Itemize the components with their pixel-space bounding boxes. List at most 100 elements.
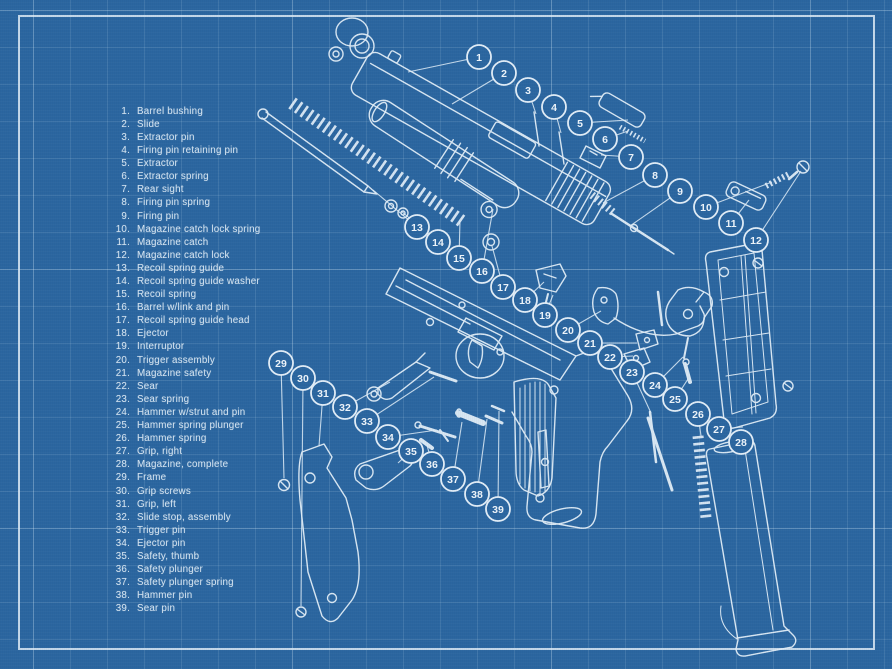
part-number: 20. bbox=[115, 354, 130, 366]
callout-number: 9 bbox=[677, 186, 683, 198]
part-label: Hammer spring bbox=[137, 433, 207, 445]
left-grip-drawing bbox=[298, 443, 360, 623]
callout-circle bbox=[555, 317, 581, 343]
callout-number: 21 bbox=[584, 338, 596, 350]
callout-number: 18 bbox=[519, 295, 531, 307]
part-number: 1. bbox=[121, 105, 130, 117]
catch-lock-spring-drawing bbox=[764, 171, 791, 189]
part-label: Recoil spring guide bbox=[137, 262, 225, 274]
callout-layer: 1234567891011121314151617181920212223242… bbox=[268, 44, 802, 607]
callout-circle bbox=[268, 350, 294, 376]
parts-list-item: 29. Frame bbox=[108, 471, 260, 484]
magazine-drawing bbox=[705, 440, 797, 657]
callout-circle bbox=[567, 110, 593, 136]
parts-list-item: 4.Firing pin retaining pin bbox=[108, 144, 260, 157]
callout-number: 6 bbox=[602, 134, 608, 146]
part-number: 13. bbox=[115, 262, 130, 274]
callout-circle bbox=[440, 466, 466, 492]
parts-list-item: 36.Safety plunger bbox=[108, 563, 260, 576]
callout-leader bbox=[755, 170, 802, 241]
callout-circle bbox=[662, 386, 688, 412]
part-number: 17. bbox=[115, 315, 130, 327]
callout-circle bbox=[618, 144, 644, 170]
parts-list-item: 8.Firing pin spring bbox=[108, 196, 260, 209]
callout-circle bbox=[597, 344, 623, 370]
part-label: Grip screws bbox=[137, 485, 191, 497]
callout-number: 26 bbox=[692, 409, 704, 421]
callout-circle bbox=[718, 210, 744, 236]
callout-circle bbox=[577, 330, 603, 356]
part-number: 31. bbox=[115, 498, 130, 510]
callout-circle bbox=[375, 424, 401, 450]
callout-circle bbox=[512, 287, 538, 313]
parts-list-item: 23. Sear spring bbox=[108, 393, 260, 406]
part-label: Frame bbox=[137, 472, 167, 484]
callout-number: 23 bbox=[626, 367, 638, 379]
part-number: 23. bbox=[115, 393, 130, 405]
parts-list-item: 24.Hammer w/strut and pin bbox=[108, 406, 260, 419]
callout-circle bbox=[619, 359, 645, 385]
callout-number: 8 bbox=[652, 170, 658, 182]
parts-list-item: 25.Hammer spring plunger bbox=[108, 419, 260, 432]
callout-number: 27 bbox=[713, 424, 725, 436]
part-number: 19. bbox=[115, 341, 130, 353]
callout-circle bbox=[693, 194, 719, 220]
parts-list-item: 31. Grip, left bbox=[108, 498, 260, 511]
part-label: Grip, left bbox=[137, 498, 177, 510]
part-number: 9. bbox=[121, 210, 130, 222]
callout-number: 12 bbox=[750, 235, 762, 247]
part-label: Sear spring bbox=[137, 393, 190, 405]
callout-number: 28 bbox=[735, 437, 747, 449]
part-number: 14. bbox=[115, 276, 130, 288]
callout-circle bbox=[642, 372, 668, 398]
parts-list-item: 10. Magazine catch lock spring bbox=[108, 223, 260, 236]
callout-circle bbox=[419, 451, 445, 477]
callout-leader bbox=[300, 377, 304, 607]
part-label: Magazine catch lock spring bbox=[137, 223, 261, 235]
hammer-drawing bbox=[665, 286, 714, 359]
part-label: Recoil spring guide washer bbox=[137, 276, 260, 288]
part-number: 25. bbox=[115, 420, 130, 432]
callout-number: 3 bbox=[525, 85, 531, 97]
firing-pin-drawing bbox=[610, 212, 675, 255]
part-number: 12. bbox=[115, 249, 130, 261]
callout-number: 22 bbox=[604, 352, 616, 364]
part-number: 34. bbox=[115, 537, 130, 549]
part-number: 3. bbox=[121, 131, 130, 143]
part-number: 29. bbox=[115, 472, 130, 484]
callout-number: 33 bbox=[361, 416, 373, 428]
parts-list-item: 7.Rear sight bbox=[108, 183, 260, 196]
part-number: 8. bbox=[121, 197, 130, 209]
part-label: Safety, thumb bbox=[137, 550, 200, 562]
right-grip-drawing bbox=[704, 242, 778, 430]
callout-number: 17 bbox=[497, 282, 509, 294]
part-label: Ejector bbox=[137, 328, 169, 340]
extractor-spring-drawing bbox=[618, 124, 647, 144]
small-pins-top-drawing bbox=[533, 111, 565, 165]
callout-number: 5 bbox=[577, 118, 583, 130]
callout-number: 13 bbox=[411, 222, 423, 234]
parts-list-item: 34.Ejector pin bbox=[108, 537, 260, 550]
part-label: Rear sight bbox=[137, 184, 184, 196]
callout-circle bbox=[485, 496, 511, 522]
part-label: Barrel w/link and pin bbox=[137, 302, 230, 314]
parts-list-item: 18.Ejector bbox=[108, 327, 260, 340]
callout-number: 36 bbox=[426, 459, 438, 471]
part-number: 22. bbox=[115, 380, 130, 392]
callout-circle bbox=[466, 44, 492, 70]
callout-circle bbox=[667, 178, 693, 204]
grip-screws-drawing bbox=[277, 478, 307, 618]
callout-number: 7 bbox=[628, 152, 634, 164]
barrel-bushing-drawing bbox=[328, 17, 375, 62]
part-number: 10. bbox=[115, 223, 130, 235]
callout-circle bbox=[290, 365, 316, 391]
part-number: 36. bbox=[115, 564, 130, 576]
callout-circle bbox=[490, 274, 516, 300]
part-number: 39. bbox=[115, 603, 130, 615]
slide-drawing bbox=[350, 50, 612, 226]
part-label: Extractor spring bbox=[137, 171, 209, 183]
callout-number: 19 bbox=[539, 310, 551, 322]
parts-list-item: 37.Safety plunger spring bbox=[108, 576, 260, 589]
callout-circle bbox=[728, 429, 754, 455]
